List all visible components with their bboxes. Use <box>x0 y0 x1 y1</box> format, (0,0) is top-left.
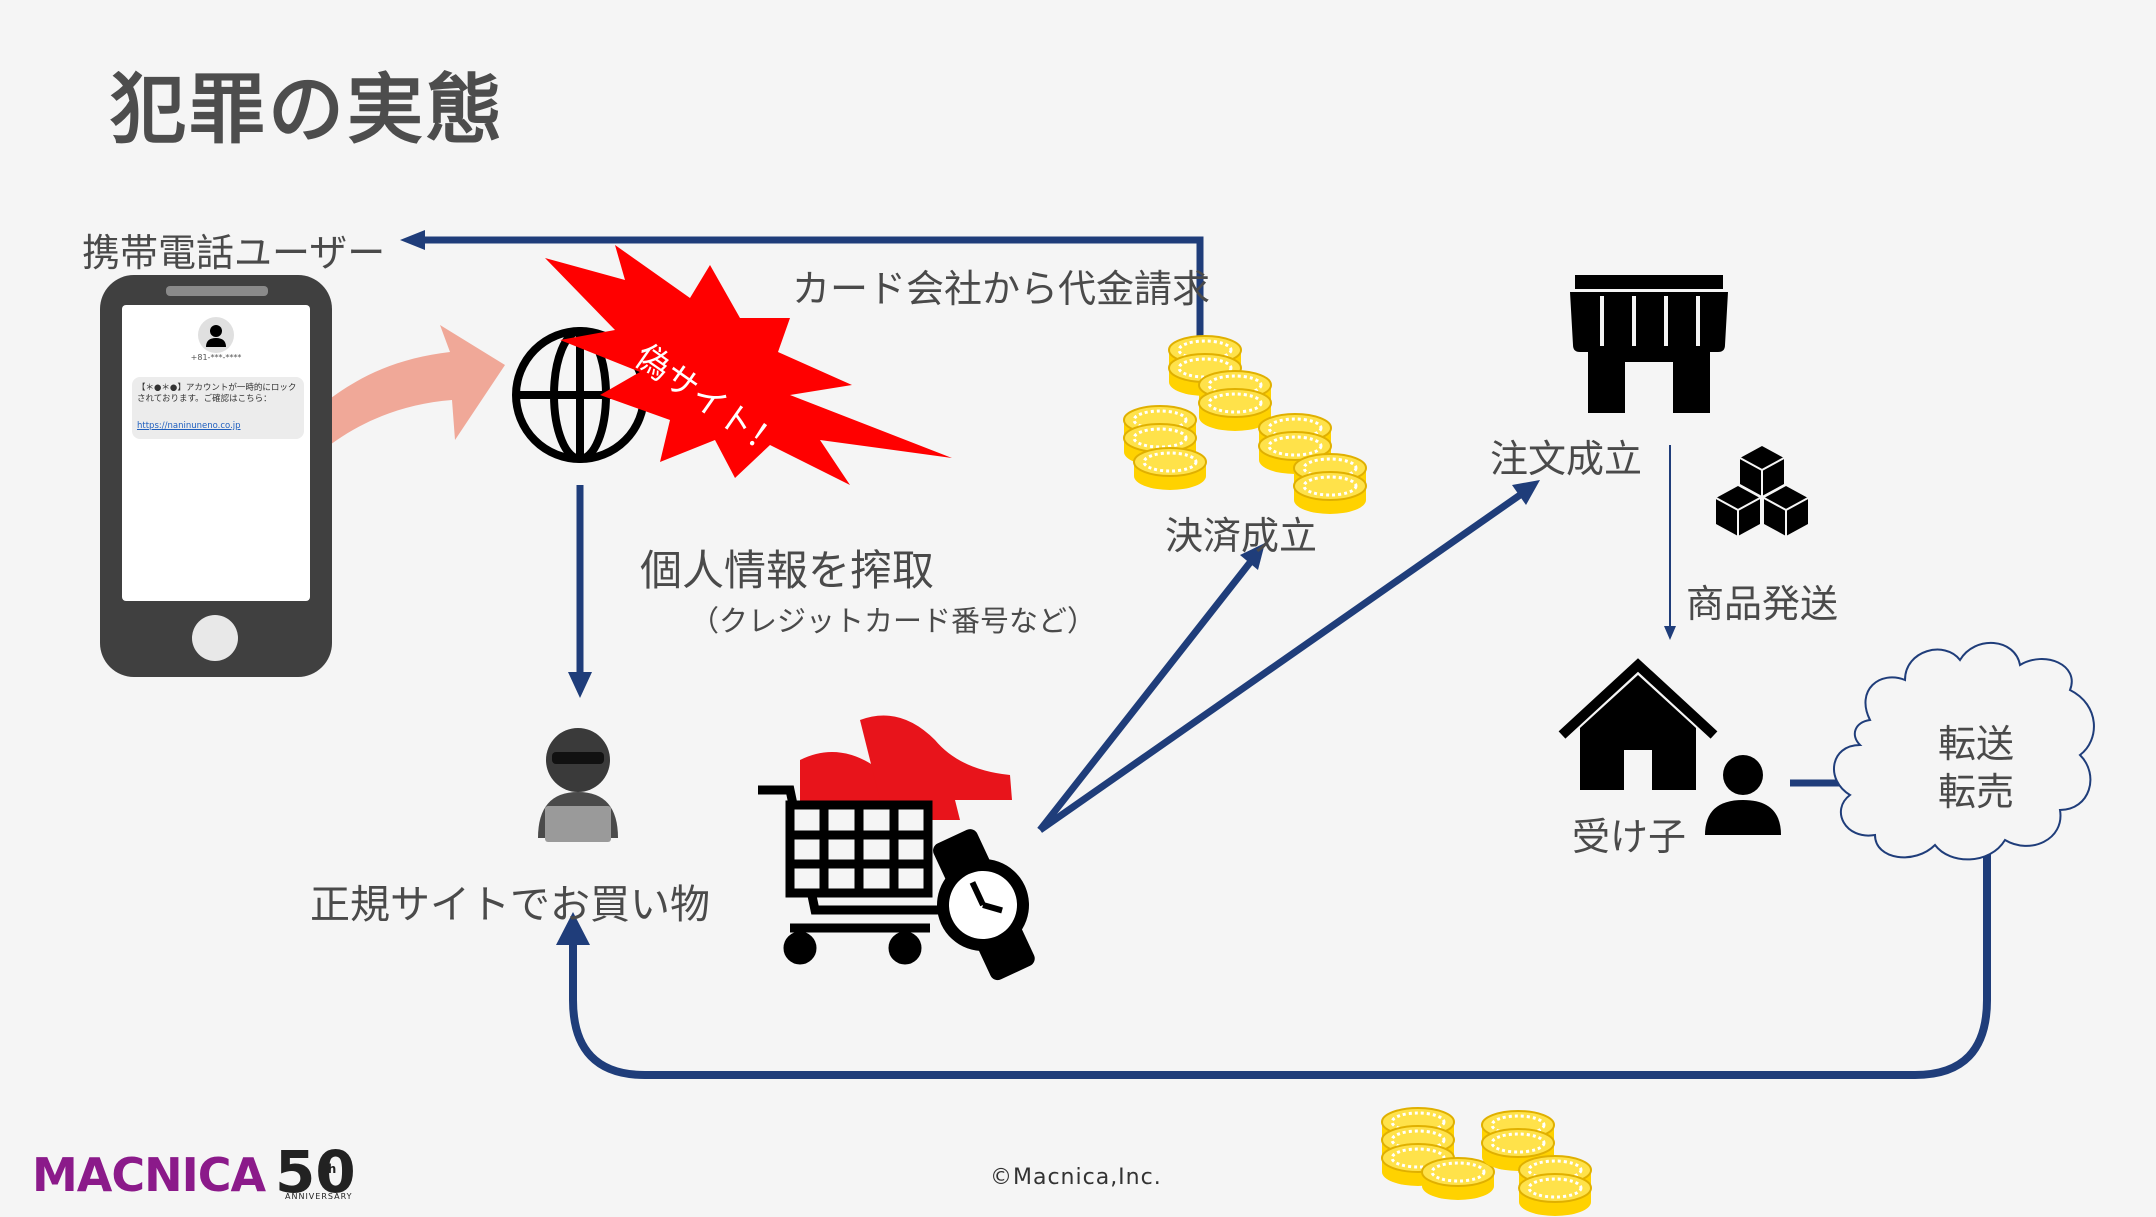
copyright: ©Macnica,Inc. <box>990 1165 1162 1190</box>
ship-label: 商品発送 <box>1686 582 1839 626</box>
phone-user-label: 携帯電話ユーザー <box>82 231 386 275</box>
hacker-icon <box>538 728 618 842</box>
anniversary-th: th <box>322 1162 337 1176</box>
house-icon <box>1558 658 1718 790</box>
macnica-logo: MACNICA <box>32 1148 266 1202</box>
legit-shop-label: 正規サイトでお買い物 <box>310 882 710 928</box>
resale-loop-arrow <box>569 840 1991 1079</box>
anniversary-sub: ANNIVERSARY <box>285 1192 353 1201</box>
resale-label: 転売 <box>1938 770 2015 814</box>
forward-label: 転送 <box>1938 722 2015 766</box>
payment-arrow <box>1037 557 1255 833</box>
anniversary-logo: 50 <box>275 1138 356 1206</box>
phone-screen: +81-***-**** 【＊●＊●】アカウントが一時的にロックされております。… <box>122 305 310 601</box>
sms-phishing-link[interactable]: https://naninuneno.co.jp <box>137 421 241 431</box>
fake-site-burst <box>545 245 952 485</box>
link-click-arrow <box>280 325 505 475</box>
person-icon <box>1705 755 1781 835</box>
sms-message: 【＊●＊●】アカウントが一時的にロックされております。ご確認はこちら： <box>137 383 297 404</box>
steal-info-label: 個人情報を搾取 <box>640 546 935 595</box>
watch-icon <box>933 829 1035 981</box>
page-title: 犯罪の実態 <box>110 65 505 154</box>
smartphone-icon: +81-***-**** 【＊●＊●】アカウントが一時的にロックされております。… <box>100 275 332 677</box>
phone-home-button <box>192 615 238 661</box>
sms-sender-number: +81-***-**** <box>190 353 242 362</box>
steal-info-sublabel: （クレジットカード番号など） <box>690 604 1097 638</box>
bottom-coins-icon <box>1380 1106 1593 1217</box>
receiver-label: 受け子 <box>1572 815 1687 859</box>
forward-resale-label: 転送 転売 <box>1938 720 2014 816</box>
card-billing-label: カード会社から代金請求 <box>792 267 1211 311</box>
payment-label: 決済成立 <box>1165 514 1318 558</box>
billing-arrow <box>420 236 1204 345</box>
coins-icon <box>1122 334 1368 516</box>
sms-bubble: 【＊●＊●】アカウントが一時的にロックされております。ご確認はこちら： http… <box>132 377 304 439</box>
phone-speaker <box>166 286 268 296</box>
boxes-icon <box>1715 446 1809 536</box>
shopping-cart-icon <box>758 785 950 965</box>
order-arrow <box>1037 492 1523 833</box>
contact-avatar-icon <box>198 317 234 353</box>
cloud-icon <box>1833 642 2095 861</box>
store-icon <box>1570 275 1728 413</box>
order-label: 注文成立 <box>1490 437 1643 481</box>
